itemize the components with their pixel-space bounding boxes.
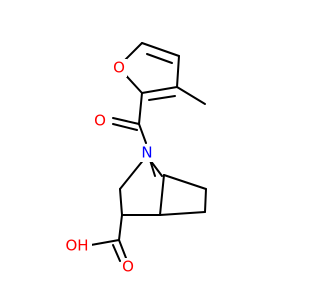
bond-c2-c3 [141,86,178,94]
bond-acid-double-a [118,239,127,259]
bond-n-left [119,157,146,190]
bond-c4-c5 [141,42,180,57]
bond-n-bh2 [149,159,163,177]
atom-label-layer: O O N OH O [62,59,154,276]
furan-oxygen-label: O [113,59,125,77]
atom-mask-acid-o [121,258,135,276]
bond-c3-c4 [176,55,180,88]
bond-right-bh2 [159,211,206,216]
bond-layer [90,42,207,262]
molecule-structure-svg: O O N OH O [62,42,207,276]
molecule-structure-canvas: O O N OH O [62,42,207,276]
bond-carbonyl-double-a [112,117,140,125]
hydroxyl-label: OH [65,237,88,255]
bond-bh1-bh2 [159,174,165,216]
atom-mask-furan-o [113,59,127,77]
bond-carbonyl-n [138,123,147,144]
bond-acid-double-b [112,244,121,262]
carbonyl-oxygen-label: O [94,112,106,130]
atom-mask-amine-n [140,144,154,162]
bond-carbonyl-double-b [112,123,138,131]
bond-left-c2 [119,188,123,216]
bond-methyl [176,86,206,105]
bond-c2-c3-inner [148,95,176,101]
amine-nitrogen-label: N [141,144,152,162]
bond-c2-carbonyl [138,92,143,125]
bond-c4-c5-inner [146,53,173,64]
bond-bh1-right [163,174,207,190]
bond-c2-acid [118,214,123,241]
bond-acid-oh [90,239,120,246]
bond-right-down [204,188,207,213]
atom-mask-carbonyl-o [93,112,107,130]
acid-oxygen-label: O [122,258,134,276]
atom-mask-hydroxyl [62,237,92,255]
